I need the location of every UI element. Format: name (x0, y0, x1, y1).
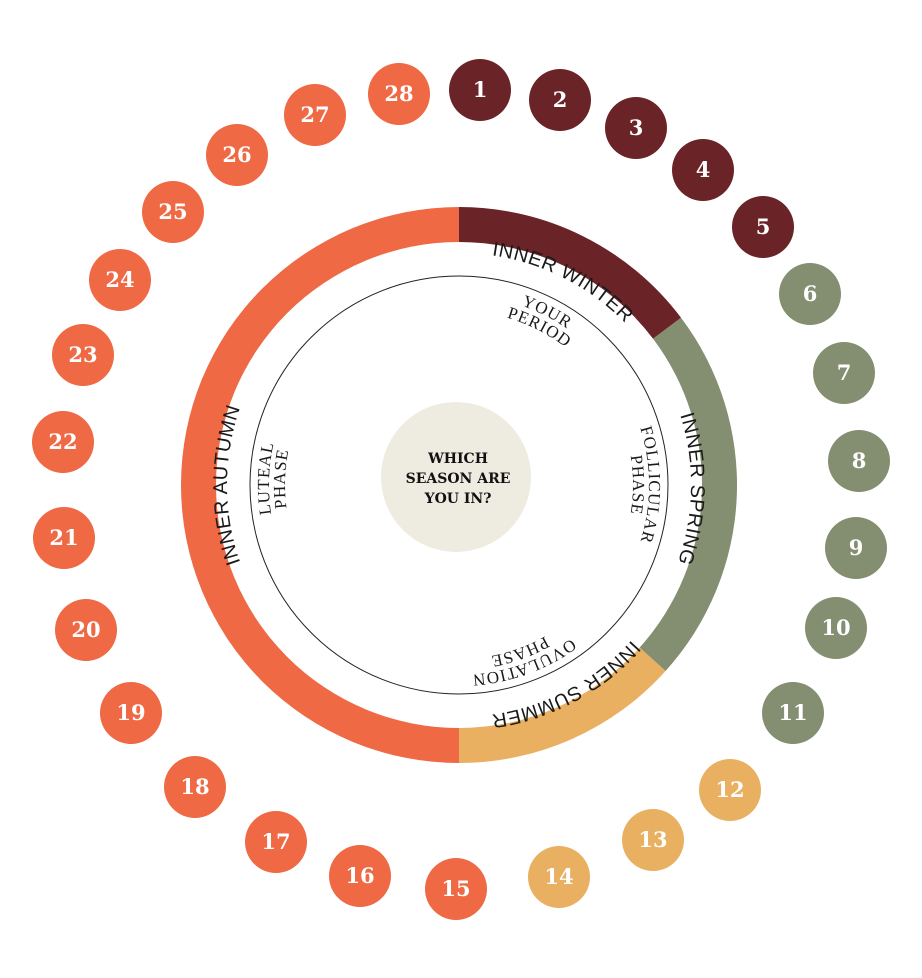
day-circle (164, 756, 226, 818)
day-number: 15 (441, 876, 470, 901)
day-circle (100, 682, 162, 744)
day-circle (329, 845, 391, 907)
day-circle (89, 249, 151, 311)
day-marker-19: 19 (100, 682, 162, 744)
day-circle (605, 97, 667, 159)
day-number: 22 (48, 429, 77, 454)
day-marker-27: 27 (284, 84, 346, 146)
day-circle (779, 263, 841, 325)
day-number: 25 (158, 199, 187, 224)
center-title-line-2: SEASON ARE (406, 471, 511, 487)
phase-label-luteal-line-2: PHASE (270, 447, 293, 510)
day-circle (142, 181, 204, 243)
day-marker-23: 23 (52, 324, 114, 386)
day-circle (55, 599, 117, 661)
day-marker-18: 18 (164, 756, 226, 818)
day-marker-26: 26 (206, 124, 268, 186)
day-number: 2 (553, 87, 568, 112)
day-marker-24: 24 (89, 249, 151, 311)
day-number: 7 (837, 360, 852, 385)
day-number: 11 (778, 700, 807, 725)
day-number: 20 (71, 617, 100, 642)
day-marker-20: 20 (55, 599, 117, 661)
day-marker-6: 6 (779, 263, 841, 325)
day-number: 6 (803, 281, 818, 306)
day-number: 5 (756, 214, 771, 239)
day-circle (245, 811, 307, 873)
day-circle (672, 139, 734, 201)
day-number: 12 (715, 777, 744, 802)
day-circle (425, 858, 487, 920)
season-ring (181, 207, 737, 763)
day-marker-2: 2 (529, 69, 591, 131)
day-marker-25: 25 (142, 181, 204, 243)
day-number: 28 (384, 81, 413, 106)
day-marker-17: 17 (245, 811, 307, 873)
day-marker-15: 15 (425, 858, 487, 920)
day-number: 3 (629, 115, 644, 140)
day-number: 16 (345, 863, 374, 888)
day-number: 9 (849, 535, 864, 560)
day-circle (528, 846, 590, 908)
day-number: 21 (49, 525, 78, 550)
day-marker-1: 1 (449, 59, 511, 121)
day-marker-11: 11 (762, 682, 824, 744)
day-marker-28: 28 (368, 63, 430, 125)
day-number: 17 (261, 829, 290, 854)
center-badge: WHICH SEASON ARE YOU IN? (381, 402, 531, 552)
day-number: 26 (222, 142, 251, 167)
day-marker-8: 8 (828, 430, 890, 492)
day-circle (732, 196, 794, 258)
day-circle (529, 69, 591, 131)
day-marker-21: 21 (33, 507, 95, 569)
day-circle (284, 84, 346, 146)
day-number: 10 (821, 615, 850, 640)
day-marker-7: 7 (813, 342, 875, 404)
day-number: 13 (638, 827, 667, 852)
center-title-line-3: YOU IN? (424, 491, 492, 507)
day-number: 1 (473, 77, 488, 102)
ring-segment-summer (459, 647, 666, 763)
day-marker-3: 3 (605, 97, 667, 159)
day-number: 24 (105, 267, 134, 292)
day-circle (32, 411, 94, 473)
day-marker-12: 12 (699, 759, 761, 821)
day-circle (813, 342, 875, 404)
phase-label-follicular-line-2: PHASE (627, 454, 648, 517)
day-marker-4: 4 (672, 139, 734, 201)
day-circle (52, 324, 114, 386)
day-number: 4 (696, 157, 711, 182)
day-marker-16: 16 (329, 845, 391, 907)
day-marker-22: 22 (32, 411, 94, 473)
day-number: 27 (300, 102, 329, 127)
day-circle (762, 682, 824, 744)
day-circle (622, 809, 684, 871)
ring-segment-autumn (181, 207, 459, 763)
day-number: 18 (180, 774, 209, 799)
day-marker-10: 10 (805, 597, 867, 659)
day-number: 14 (544, 864, 573, 889)
day-circle (828, 430, 890, 492)
day-marker-14: 14 (528, 846, 590, 908)
phase-divider-circle (249, 275, 669, 695)
day-circle (805, 597, 867, 659)
day-circle (699, 759, 761, 821)
day-circle (206, 124, 268, 186)
phase-label-luteal-line-1: LUTEAL (254, 440, 278, 516)
day-circle (368, 63, 430, 125)
day-number: 8 (852, 448, 867, 473)
day-marker-5: 5 (732, 196, 794, 258)
center-title-line-1: WHICH (427, 451, 488, 467)
day-marker-9: 9 (825, 517, 887, 579)
day-circle (825, 517, 887, 579)
day-circle (449, 59, 511, 121)
day-circle (33, 507, 95, 569)
day-number: 19 (116, 700, 145, 725)
day-marker-13: 13 (622, 809, 684, 871)
ring-segment-spring (639, 317, 737, 672)
ring-segment-winter (459, 207, 682, 339)
day-number: 23 (68, 342, 97, 367)
